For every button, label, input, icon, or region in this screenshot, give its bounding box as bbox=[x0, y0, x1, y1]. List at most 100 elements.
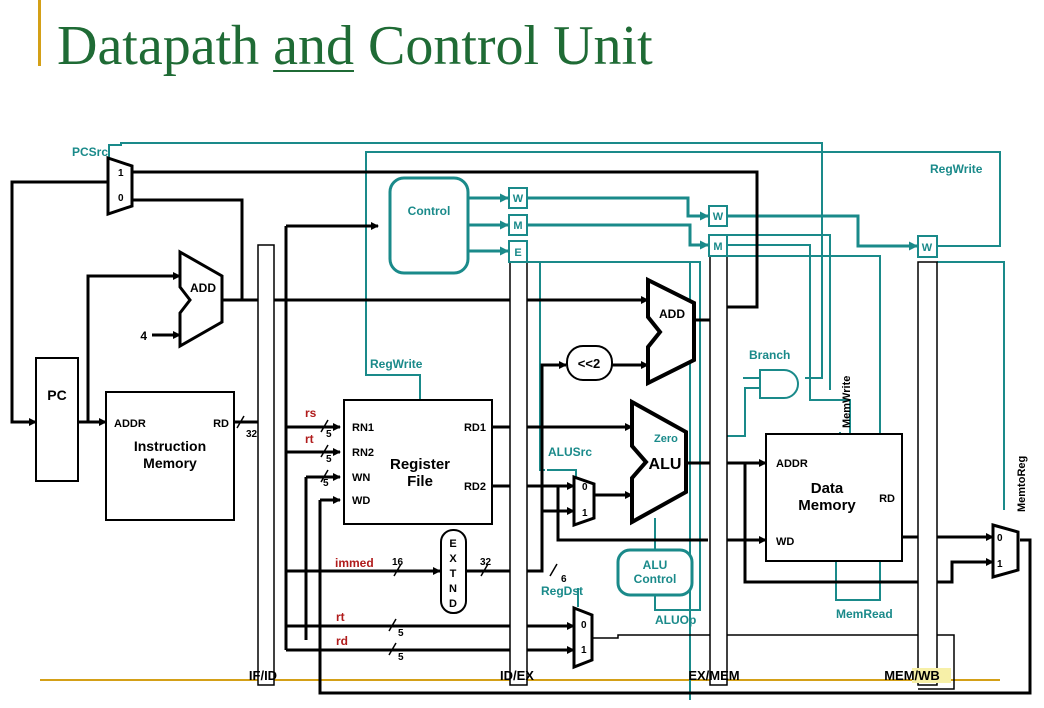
regdst-label: RegDst bbox=[541, 584, 583, 598]
svg-text:M: M bbox=[713, 241, 722, 253]
svg-text:T: T bbox=[450, 568, 457, 580]
bus-width-ticks bbox=[236, 415, 558, 656]
pc-adder: ADD bbox=[178, 249, 224, 349]
control-wires bbox=[108, 142, 1005, 700]
alu-control-unit: ALU Control bbox=[616, 548, 694, 597]
svg-text:5: 5 bbox=[398, 628, 404, 639]
svg-text:rs: rs bbox=[305, 406, 317, 420]
svg-text:Control: Control bbox=[408, 204, 451, 218]
svg-text:Register: Register bbox=[390, 456, 450, 473]
sign-extend-unit: E X T N D bbox=[440, 529, 467, 614]
svg-text:5: 5 bbox=[326, 454, 332, 465]
svg-text:EX/MEM: EX/MEM bbox=[688, 668, 739, 683]
title-accent-bar bbox=[38, 0, 41, 66]
svg-text:rd: rd bbox=[336, 634, 348, 648]
svg-text:1: 1 bbox=[582, 508, 588, 519]
ex-mem-register bbox=[709, 255, 728, 686]
svg-text:rt: rt bbox=[336, 610, 345, 624]
svg-text:WN: WN bbox=[352, 472, 370, 484]
svg-text:W: W bbox=[713, 211, 724, 223]
svg-text:Data: Data bbox=[811, 480, 844, 497]
regwrite-wb-label: RegWrite bbox=[930, 162, 983, 176]
mem-wb-w-field bbox=[917, 235, 938, 258]
svg-text:1: 1 bbox=[581, 645, 587, 656]
svg-text:5: 5 bbox=[323, 478, 329, 489]
id-ex-register bbox=[509, 261, 528, 686]
svg-text:W: W bbox=[922, 242, 933, 254]
id-ex-m-field bbox=[508, 214, 528, 236]
control-field-labels: W M E W M W bbox=[513, 193, 933, 259]
svg-text:6: 6 bbox=[561, 574, 567, 585]
svg-text:rt: rt bbox=[305, 432, 314, 446]
im-bus-width: 32 bbox=[246, 429, 258, 440]
svg-text:W: W bbox=[513, 193, 524, 205]
svg-text:ADD: ADD bbox=[659, 307, 685, 321]
register-file: RN1 RN2 WN WD RD1 RD2 Register File bbox=[343, 399, 493, 525]
if-id-register bbox=[257, 244, 275, 686]
memwrite-label: MemWrite bbox=[841, 376, 853, 428]
svg-text:5: 5 bbox=[326, 429, 332, 440]
program-counter: PC bbox=[35, 357, 79, 482]
svg-text:immed: immed bbox=[335, 556, 374, 570]
svg-text:RD1: RD1 bbox=[464, 422, 486, 434]
svg-text:ID/EX: ID/EX bbox=[500, 668, 534, 683]
pcsrc-mux: 1 0 bbox=[106, 155, 134, 217]
svg-text:E: E bbox=[449, 538, 456, 550]
svg-text:MEM/WB: MEM/WB bbox=[884, 668, 940, 683]
svg-text:RD: RD bbox=[213, 418, 229, 430]
branch-label: Branch bbox=[749, 348, 790, 362]
bus-width-labels: 5 5 5 16 32 6 5 5 bbox=[323, 429, 567, 663]
svg-text:N: N bbox=[449, 583, 457, 595]
shift-left-2-unit: <<2 bbox=[566, 345, 613, 381]
alusrc-mux: 0 1 bbox=[572, 474, 596, 528]
svg-text:Control: Control bbox=[634, 572, 677, 586]
svg-text:M: M bbox=[513, 220, 522, 232]
svg-text:Zero: Zero bbox=[654, 433, 678, 445]
svg-text:File: File bbox=[407, 473, 433, 490]
control-unit: Control bbox=[388, 176, 470, 275]
data-memory: ADDR WD RD Data Memory bbox=[765, 433, 903, 562]
ex-mem-w-field bbox=[708, 205, 728, 227]
svg-text:0: 0 bbox=[118, 193, 124, 204]
svg-text:ALU: ALU bbox=[643, 558, 668, 572]
svg-text:ADDR: ADDR bbox=[776, 458, 808, 470]
instruction-field-labels: rs rt immed rt rd bbox=[305, 406, 374, 648]
svg-text:1: 1 bbox=[997, 559, 1003, 570]
svg-text:E: E bbox=[514, 247, 521, 259]
svg-text:0: 0 bbox=[997, 533, 1003, 544]
svg-text:RD2: RD2 bbox=[464, 481, 486, 493]
regdst-mux: 0 1 bbox=[572, 605, 594, 670]
svg-text:Memory: Memory bbox=[143, 455, 197, 471]
svg-text:0: 0 bbox=[582, 482, 588, 493]
svg-text:ADDR: ADDR bbox=[114, 418, 146, 430]
svg-text:RN2: RN2 bbox=[352, 447, 374, 459]
id-ex-e-field bbox=[508, 240, 528, 263]
branch-and-gate bbox=[759, 369, 799, 399]
branch-adder: ADD bbox=[646, 276, 696, 387]
svg-text:PC: PC bbox=[47, 387, 66, 403]
ex-mem-m-field bbox=[708, 234, 728, 257]
page-title: Datapath and Control Unit bbox=[57, 15, 653, 77]
data-wires bbox=[10, 170, 1032, 695]
memtoreg-label: MemtoReg bbox=[1016, 456, 1028, 512]
svg-text:Memory: Memory bbox=[798, 497, 856, 514]
id-ex-w-field bbox=[508, 187, 528, 209]
svg-text:RD: RD bbox=[879, 493, 895, 505]
mem-wb-register bbox=[917, 261, 938, 686]
regwrite-label: RegWrite bbox=[370, 357, 423, 371]
aluop-label: ALUOp bbox=[655, 613, 696, 627]
svg-text:RN1: RN1 bbox=[352, 422, 374, 434]
svg-text:X: X bbox=[449, 553, 457, 565]
svg-text:<<2: <<2 bbox=[578, 356, 600, 371]
svg-text:WD: WD bbox=[776, 536, 794, 548]
svg-text:D: D bbox=[449, 598, 457, 610]
svg-text:ADD: ADD bbox=[190, 281, 216, 295]
pipeline-registers bbox=[257, 187, 938, 686]
svg-text:WD: WD bbox=[352, 495, 370, 507]
svg-text:5: 5 bbox=[398, 652, 404, 663]
svg-text:ALU: ALU bbox=[649, 456, 682, 473]
constant-four: 4 bbox=[140, 329, 147, 343]
svg-text:16: 16 bbox=[392, 557, 404, 568]
svg-text:Instruction: Instruction bbox=[134, 438, 206, 454]
